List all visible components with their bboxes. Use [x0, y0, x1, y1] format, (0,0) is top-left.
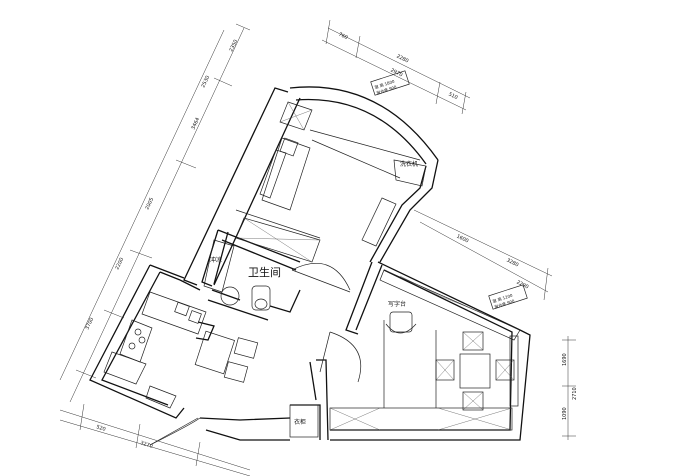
dim-top-d: 510 [447, 92, 458, 102]
dim-left-b: 2530 [200, 75, 211, 89]
dim-right-a: 1600 [455, 234, 469, 245]
kitchen-fixtures [103, 291, 259, 409]
room-label-washer: 洗衣机 [400, 160, 418, 168]
dim-bottom-b: 3270 [139, 440, 153, 450]
dim-right-d: 1690 [562, 353, 568, 366]
window-note-top [370, 70, 410, 96]
bathroom-fixtures [203, 239, 271, 311]
room-label-wardrobe: 衣柜 [294, 418, 306, 426]
dim-top-c: 2970 [389, 68, 403, 79]
room-label-desk: 写字台 [388, 300, 406, 308]
dim-left-d: 2005 [144, 197, 155, 211]
dimension-lines [59, 19, 576, 476]
dim-bottom-c: 2710 [572, 387, 578, 400]
dim-right-e: 1090 [562, 407, 568, 420]
dim-right-b: 3280 [505, 258, 519, 269]
room-label-shower: 冲凉 [210, 256, 222, 264]
living-furniture [289, 269, 521, 438]
dim-left-e: 2200 [114, 257, 125, 271]
dim-top-a: 760 [337, 32, 348, 42]
door-swings [149, 262, 362, 446]
dim-right-c: 2290 [515, 280, 529, 291]
dim-left-a: 2350 [228, 39, 239, 53]
dim-left-f: 3700 [84, 317, 95, 331]
dim-left-c: 3464 [190, 117, 201, 131]
dim-bottom-a: 520 [95, 424, 106, 433]
outer-walls [89, 86, 531, 441]
dim-top-b: 2280 [395, 54, 409, 65]
room-label-bathroom: 卫生间 [248, 265, 281, 279]
bedroom-furniture [235, 101, 427, 263]
window-note-mid [488, 284, 528, 310]
